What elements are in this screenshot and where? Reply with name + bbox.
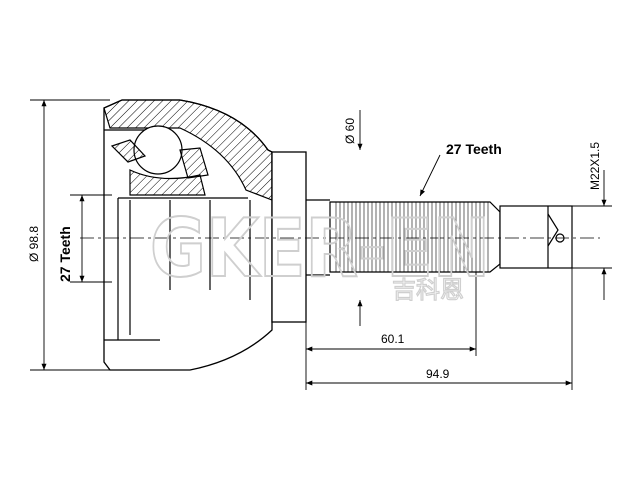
dim-length-spline: 60.1 <box>381 332 405 346</box>
watermark-chinese: 吉科恩 <box>392 276 464 304</box>
dim-thread: M22X1.5 <box>588 142 602 190</box>
watermark-brand: GKER-EN <box>150 202 490 295</box>
dim-shaft-diameter: Ø 60 <box>343 118 357 144</box>
dim-outer-diameter: Ø 98.8 <box>27 226 41 262</box>
dimension-lines <box>30 99 612 390</box>
dim-length-total: 94.9 <box>426 367 450 381</box>
dim-spline-teeth: 27 Teeth <box>446 141 502 157</box>
dim-left-teeth: 27 Teeth <box>57 226 73 282</box>
spline-teeth-lines <box>335 202 489 272</box>
ball-cage <box>110 125 251 340</box>
threaded-stub <box>499 205 573 269</box>
collar <box>271 151 330 323</box>
